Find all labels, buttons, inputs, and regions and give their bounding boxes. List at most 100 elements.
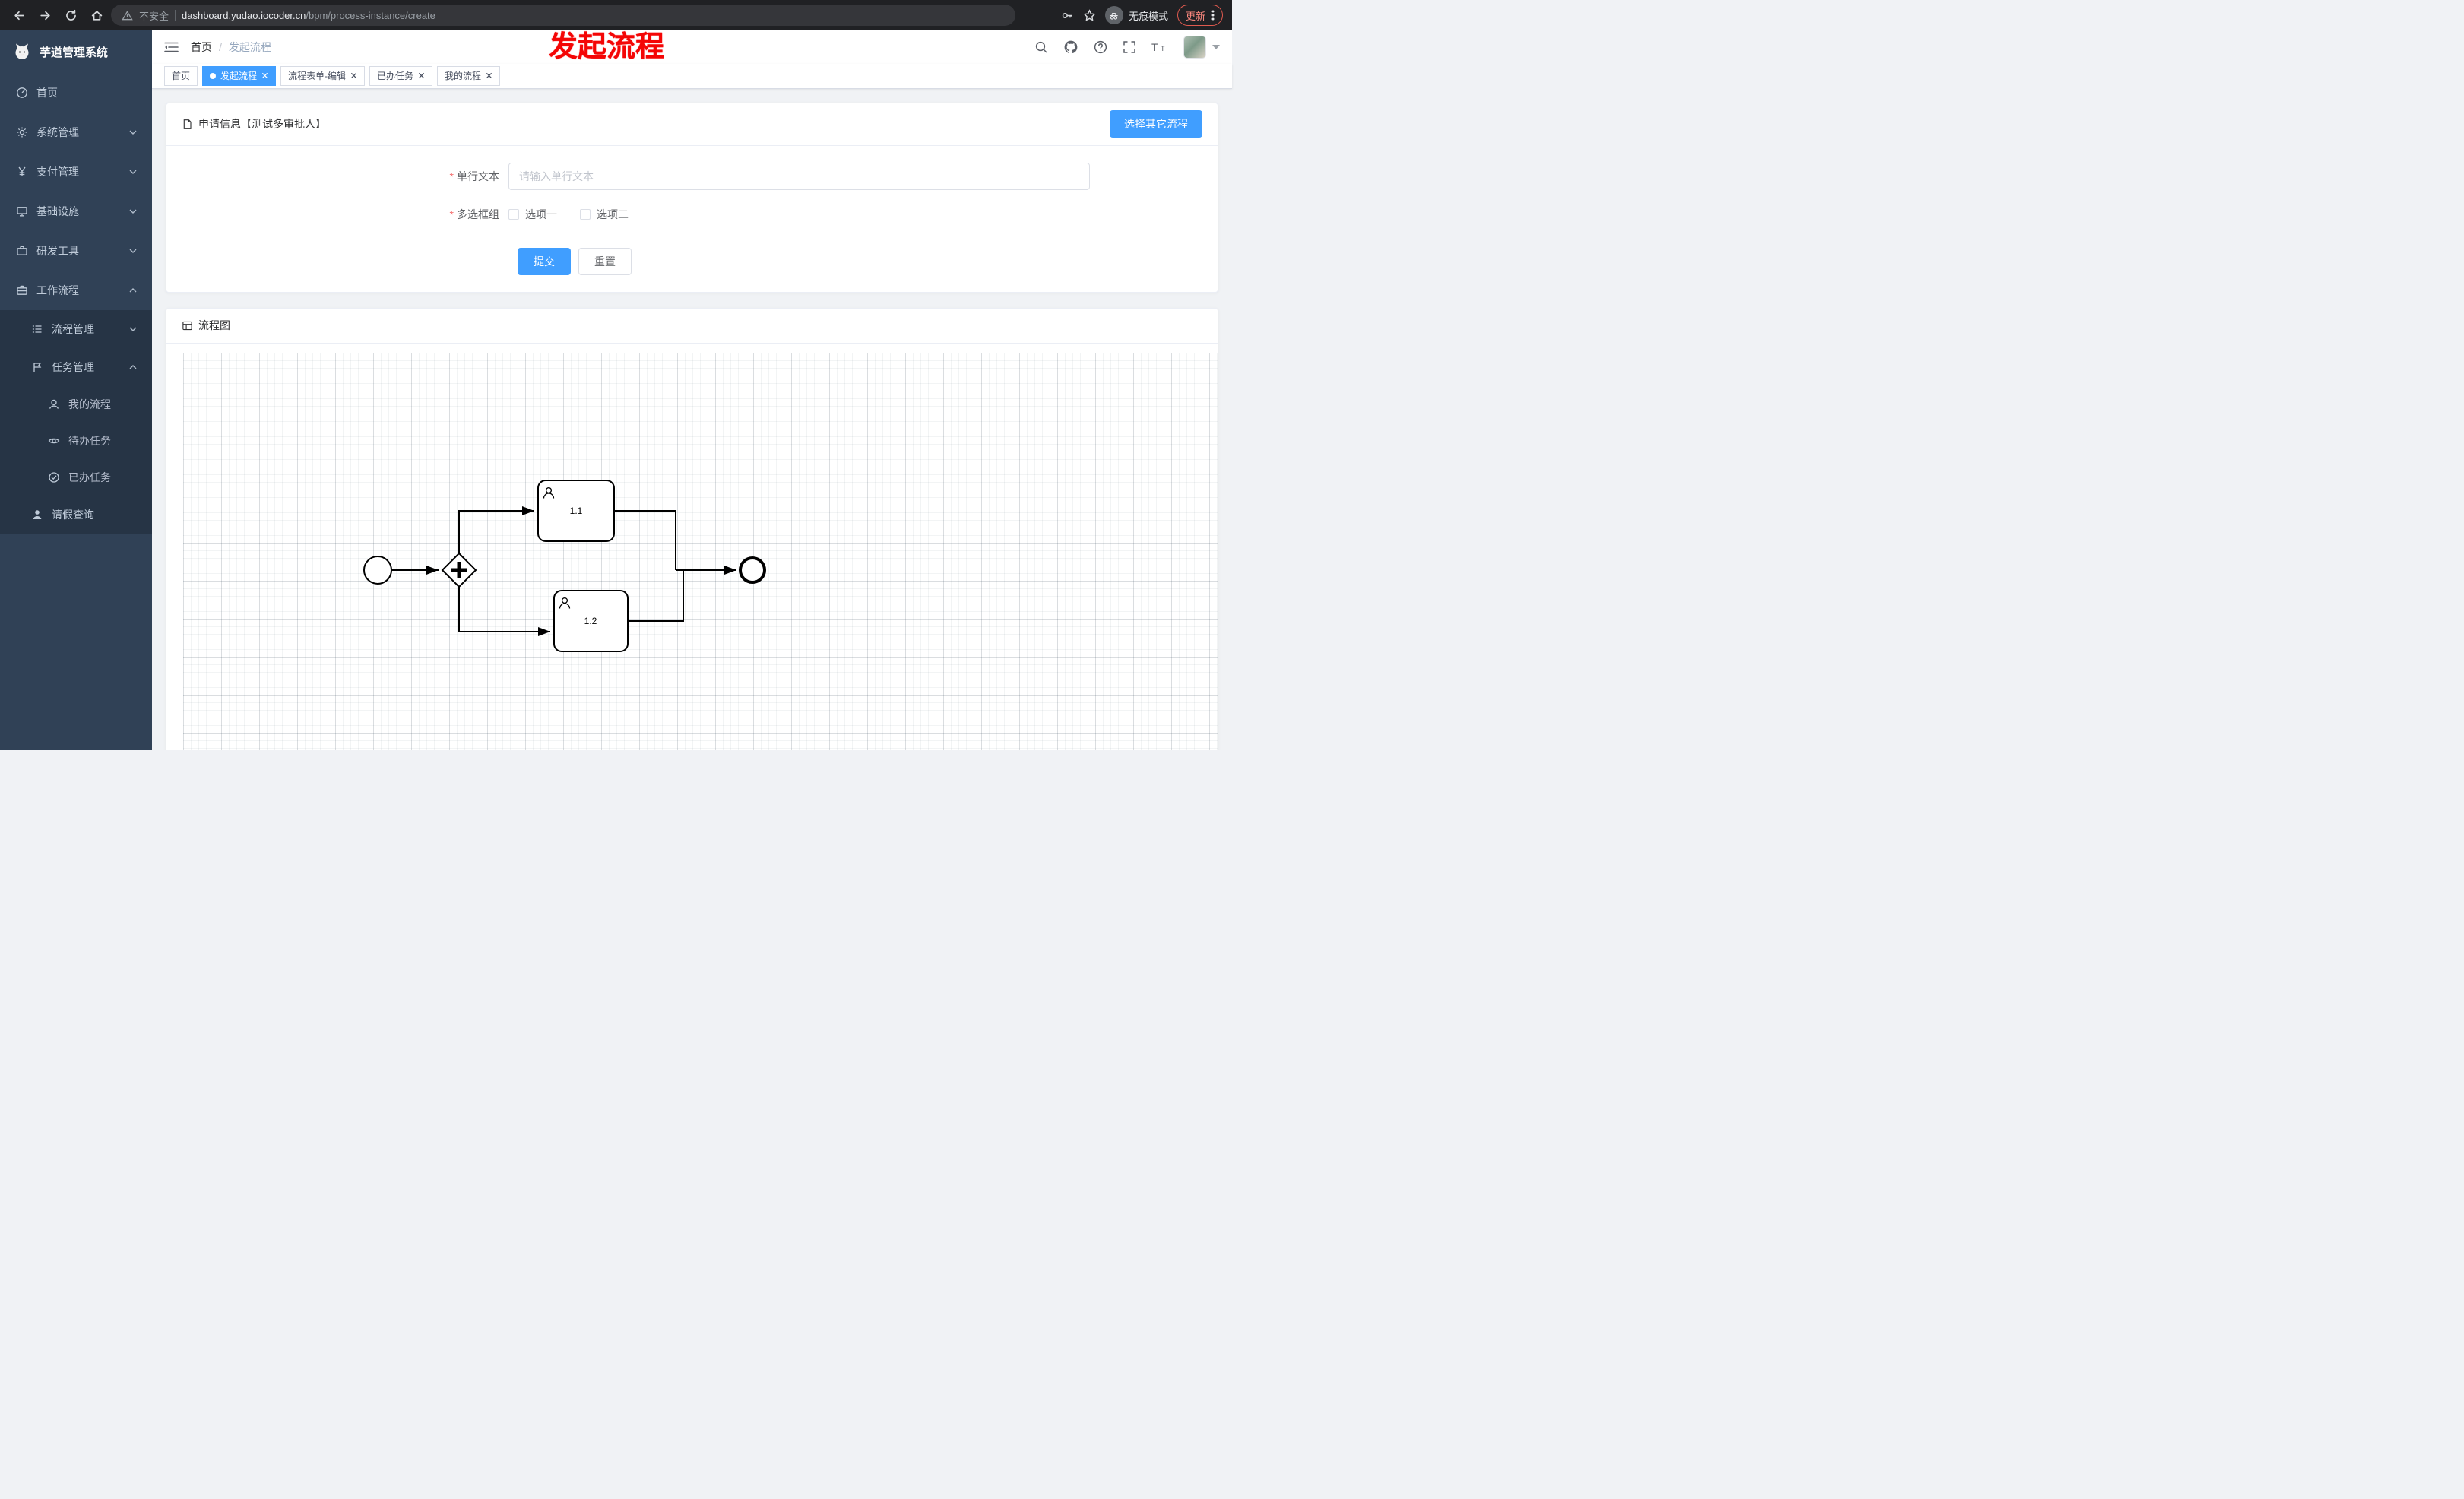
sidebar-item-infrastructure[interactable]: 基础设施: [0, 192, 152, 231]
checkbox-field-row: * 多选框组 选项一 选项二: [182, 207, 1202, 222]
tab-home[interactable]: 首页: [164, 65, 198, 86]
svg-text:T: T: [1161, 45, 1165, 52]
search-button[interactable]: [1034, 40, 1048, 54]
sidebar-item-workflow[interactable]: 工作流程: [0, 271, 152, 310]
flow-task1-to-merge[interactable]: [614, 509, 676, 570]
tab-done-tasks[interactable]: 已办任务: [369, 65, 433, 86]
bpmn-canvas[interactable]: 1.1 1.2: [183, 352, 1218, 750]
process-diagram-card: 流程图: [166, 307, 1218, 750]
close-icon[interactable]: [418, 72, 425, 79]
sidebar-item-payment[interactable]: 支付管理: [0, 152, 152, 192]
checkbox-label[interactable]: 选项一: [525, 208, 557, 220]
flow-task2-to-merge[interactable]: [628, 569, 684, 622]
sidebar-item-task-management[interactable]: 任务管理: [0, 348, 152, 386]
home-icon: [91, 10, 102, 21]
application-form-card: 申请信息【测试多审批人】 选择其它流程 * 单行文本 * 多选: [166, 102, 1218, 293]
chevron-up-icon: [129, 288, 137, 293]
checkbox-label[interactable]: 选项二: [597, 208, 629, 220]
bpmn-start-event[interactable]: [363, 555, 392, 585]
sidebar: 芋道管理系统 首页 系统管理 支付管理 基础设施: [0, 30, 152, 750]
breadcrumb-current: 发起流程: [228, 41, 271, 54]
user-avatar: [1183, 36, 1206, 59]
chevron-down-icon: [129, 170, 137, 174]
hamburger-icon: [164, 42, 179, 52]
bpmn-end-event[interactable]: [739, 556, 766, 584]
breadcrumb-separator: /: [219, 41, 222, 54]
flow-gateway-to-task2[interactable]: [458, 585, 550, 636]
question-icon: [1094, 40, 1107, 54]
logo-avatar-icon: [15, 43, 29, 59]
sidebar-item-label: 系统管理: [36, 126, 79, 138]
document-icon: [182, 119, 193, 130]
bookmark-button[interactable]: [1083, 8, 1096, 22]
sidebar-item-devtools[interactable]: 研发工具: [0, 231, 152, 271]
sidebar-collapse-button[interactable]: [164, 41, 179, 53]
sidebar-item-process-management[interactable]: 流程管理: [0, 310, 152, 348]
flow-gateway-to-task1[interactable]: [458, 505, 534, 554]
sidebar-item-my-process[interactable]: 我的流程: [0, 386, 152, 423]
checkbox-option-2[interactable]: 选项二: [580, 207, 629, 222]
tab-my-process[interactable]: 我的流程: [437, 65, 501, 86]
sidebar-item-system[interactable]: 系统管理: [0, 113, 152, 152]
browser-chrome: 不安全 dashboard.yudao.iocoder.cn/bpm/proce…: [0, 0, 1232, 30]
breadcrumb-home[interactable]: 首页: [191, 41, 212, 54]
home-button[interactable]: [85, 4, 108, 27]
user-icon: [30, 509, 44, 521]
close-icon[interactable]: [350, 72, 357, 79]
briefcase-icon: [15, 245, 29, 257]
close-icon[interactable]: [486, 72, 492, 79]
bpmn-user-task-2[interactable]: 1.2: [553, 589, 629, 652]
svg-text:T: T: [1151, 41, 1158, 53]
checkbox-icon[interactable]: [580, 208, 591, 220]
forward-icon: [40, 11, 50, 20]
sidebar-item-pending-tasks[interactable]: 待办任务: [0, 423, 152, 459]
app-title: 芋道管理系统: [40, 46, 109, 59]
single-line-text-input[interactable]: [508, 162, 1090, 190]
reload-icon: [65, 9, 76, 21]
flowchart-icon: [182, 320, 193, 331]
user-menu[interactable]: [1183, 36, 1220, 59]
bpmn-diagram: 1.1 1.2: [363, 479, 766, 652]
checkbox-group-label: * 多选框组: [449, 208, 499, 220]
reload-button[interactable]: [59, 4, 82, 27]
bpmn-parallel-gateway[interactable]: [441, 552, 477, 588]
checkbox-option-1[interactable]: 选项一: [508, 207, 557, 222]
reset-button[interactable]: 重置: [578, 247, 632, 275]
checkbox-group: 选项一 选项二: [508, 207, 629, 222]
help-button[interactable]: [1094, 40, 1107, 54]
forward-button[interactable]: [33, 4, 56, 27]
payment-yen-icon: [15, 166, 29, 178]
select-other-process-button[interactable]: 选择其它流程: [1110, 110, 1202, 138]
sidebar-item-done-tasks[interactable]: 已办任务: [0, 459, 152, 496]
browser-actions: 无痕模式 更新: [1061, 5, 1224, 26]
submit-button[interactable]: 提交: [518, 247, 571, 275]
tab-form-edit[interactable]: 流程表单-编辑: [280, 65, 366, 86]
close-icon[interactable]: [261, 72, 268, 79]
browser-update-button[interactable]: 更新: [1177, 5, 1223, 26]
tab-create-process[interactable]: 发起流程: [202, 65, 277, 86]
checkbox-icon[interactable]: [508, 208, 519, 220]
sidebar-item-label: 待办任务: [68, 435, 111, 447]
app-logo[interactable]: 芋道管理系统: [0, 30, 152, 73]
sidebar-item-label: 流程管理: [52, 323, 94, 335]
incognito-indicator[interactable]: 无痕模式: [1104, 6, 1168, 24]
sidebar-item-leave-query[interactable]: 请假查询: [0, 496, 152, 534]
github-icon: [1064, 40, 1078, 54]
sidebar-item-label: 任务管理: [52, 361, 94, 373]
browser-menu-icon[interactable]: [1211, 9, 1215, 21]
bpmn-user-task-1[interactable]: 1.1: [537, 479, 615, 542]
key-icon: [1062, 12, 1072, 18]
plus-icon: [451, 561, 467, 578]
address-bar[interactable]: 不安全 dashboard.yudao.iocoder.cn/bpm/proce…: [111, 5, 1015, 26]
password-key-button[interactable]: [1061, 9, 1074, 22]
github-button[interactable]: [1063, 40, 1078, 55]
tab-label: 首页: [172, 71, 191, 82]
incognito-icon: [1104, 6, 1123, 24]
back-button[interactable]: [8, 4, 30, 27]
fullscreen-button[interactable]: [1123, 40, 1136, 54]
sidebar-item-home[interactable]: 首页: [0, 73, 152, 113]
